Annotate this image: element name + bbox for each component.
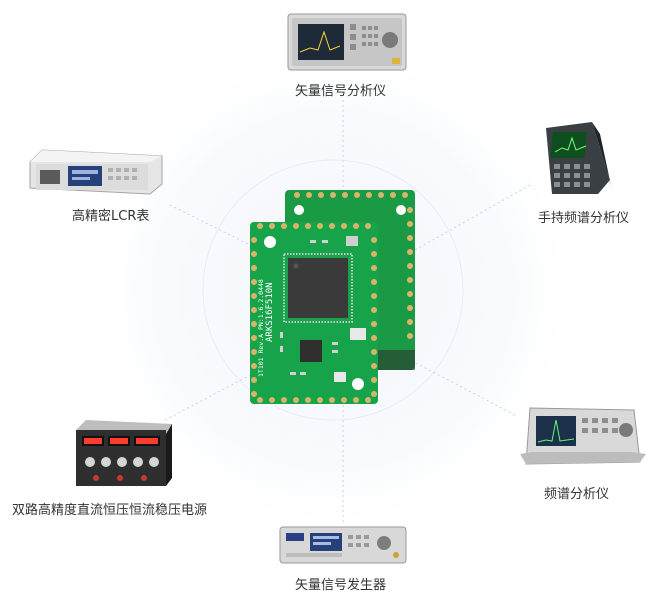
pcb-silkscreen: ARKS16F510N bbox=[265, 282, 275, 342]
connector-upper-right bbox=[414, 184, 531, 251]
orbit-ring bbox=[202, 159, 464, 421]
label-lcr-meter: 高精密LCR表 bbox=[72, 209, 150, 224]
label-power-supply: 双路高精度直流恒压恒流稳压电源 bbox=[12, 503, 208, 518]
spectrum-analyzer-icon bbox=[520, 407, 646, 465]
label-vector-signal-analyzer: 矢量信号分析仪 bbox=[295, 84, 387, 99]
pcb-module: ARKS16F510N 1T101 Rev.A PN:1.6.2.0448 bbox=[250, 190, 415, 404]
label-spectrum-analyzer: 频谱分析仪 bbox=[544, 487, 610, 502]
benchtop-analyzer-icon bbox=[287, 13, 407, 71]
mcu-chip bbox=[288, 258, 348, 318]
lcr-meter-icon bbox=[29, 149, 163, 195]
handheld-analyzer-icon bbox=[546, 122, 612, 194]
label-vector-signal-generator: 矢量信号发生器 bbox=[295, 578, 387, 593]
connector-upper-left bbox=[169, 204, 261, 251]
pcb-front-board: ARKS16F510N 1T101 Rev.A PN:1.6.2.0448 bbox=[250, 222, 378, 404]
power-supply-icon bbox=[76, 420, 172, 486]
pcb-silkscreen-sub: 1T101 Rev.A PN:1.6.2.0448 bbox=[257, 279, 265, 377]
label-handheld-spectrum-analyzer: 手持频谱分析仪 bbox=[538, 211, 630, 226]
signal-generator-icon bbox=[279, 526, 407, 564]
connector-lines bbox=[164, 100, 531, 525]
